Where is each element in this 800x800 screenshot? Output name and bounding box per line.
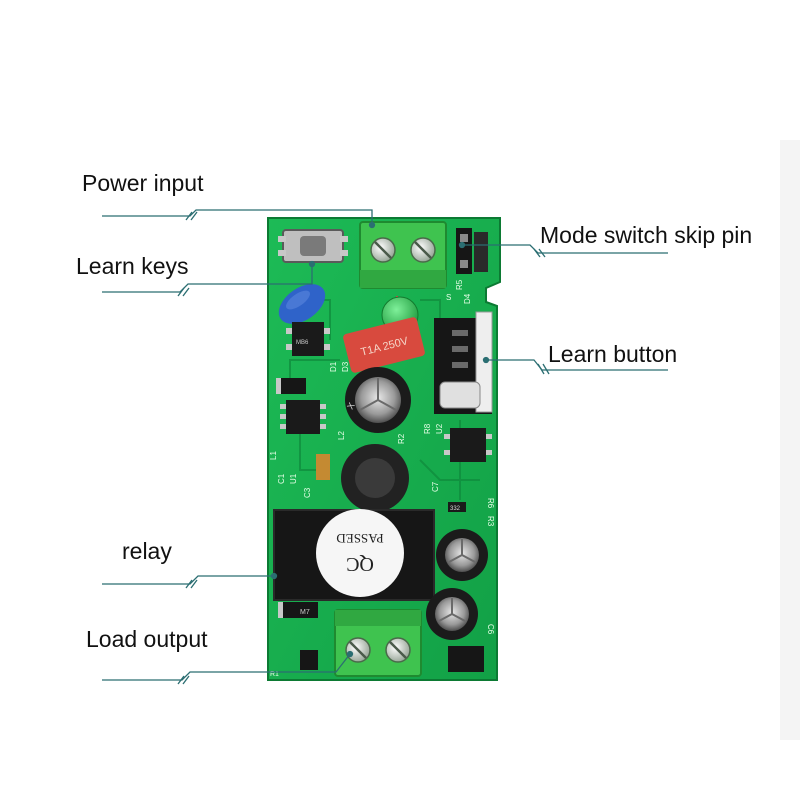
silk-mb6: MB6	[296, 340, 309, 346]
relay: QC PASSED	[273, 509, 435, 601]
electrolytic-capacitor-2	[436, 529, 488, 581]
anchor-learn-button	[482, 356, 490, 364]
silk-l2: L2	[337, 431, 346, 440]
background-strip	[780, 140, 800, 740]
electrolytic-capacitor-1: X	[345, 367, 411, 433]
label-learn-keys: Learn keys	[76, 253, 189, 279]
silk-332: 332	[450, 506, 461, 512]
cap1-x: X	[345, 401, 357, 411]
silk-r3: R3	[486, 516, 495, 527]
learn-button-module	[434, 311, 493, 414]
leader-load-output	[102, 653, 351, 681]
blue-capacitor	[278, 284, 326, 324]
leader-power-input	[102, 209, 373, 224]
ic-u2	[444, 428, 492, 462]
silk-d4: D4	[463, 293, 472, 304]
smd-cap-c3	[316, 454, 330, 480]
silk-c1: C1	[277, 473, 286, 484]
silk-l1: L1	[269, 451, 278, 460]
fuse: T1A 250V	[343, 317, 425, 373]
electrolytic-capacitor-3	[426, 588, 478, 640]
silk-c7: C7	[431, 481, 440, 492]
load-output-terminal	[334, 609, 422, 677]
bottom-right-ic	[448, 646, 484, 672]
silk-c6: C6	[486, 624, 495, 635]
label-mode-switch: Mode switch skip pin	[540, 222, 753, 248]
anchor-learn-keys	[308, 260, 316, 268]
power-input-terminal	[359, 221, 447, 289]
learn-key-switch	[278, 229, 348, 263]
anchor-mode-switch	[458, 241, 466, 249]
main-ic	[280, 400, 326, 434]
qc-label: QC	[346, 553, 374, 575]
silk-m7: M7	[300, 609, 310, 616]
silk-s: S	[446, 293, 451, 302]
inductor	[341, 444, 409, 512]
diode-d1	[276, 378, 306, 394]
anchor-power-input	[368, 221, 376, 229]
silk-r2: R2	[397, 433, 406, 444]
mode-switch-jumper	[456, 228, 488, 274]
silk-r1: R1	[270, 671, 279, 678]
silk-r8: R8	[423, 423, 432, 434]
label-load-output: Load output	[86, 626, 208, 652]
diode-bottom	[278, 602, 318, 618]
label-relay: relay	[122, 538, 172, 564]
silk-c3: C3	[303, 487, 312, 498]
silk-d3: D3	[341, 361, 350, 372]
silk-u1: U1	[289, 473, 298, 484]
transistor	[300, 650, 318, 670]
silk-r6: R6	[486, 498, 495, 509]
callout-leaders	[102, 209, 668, 681]
label-learn-button: Learn button	[548, 341, 678, 367]
silk-r5: R5	[455, 279, 464, 290]
anchor-load-output	[346, 650, 354, 658]
silk-d1: D1	[329, 361, 338, 372]
silk-u2: U2	[435, 423, 444, 434]
leader-relay	[102, 575, 274, 585]
bridge-rectifier: MB6	[286, 322, 330, 356]
anchor-relay	[270, 572, 278, 580]
label-power-input: Power input	[82, 170, 204, 196]
leader-learn-keys	[102, 264, 313, 293]
qc-passed: PASSED	[336, 531, 383, 546]
leader-ticks	[177, 211, 550, 685]
